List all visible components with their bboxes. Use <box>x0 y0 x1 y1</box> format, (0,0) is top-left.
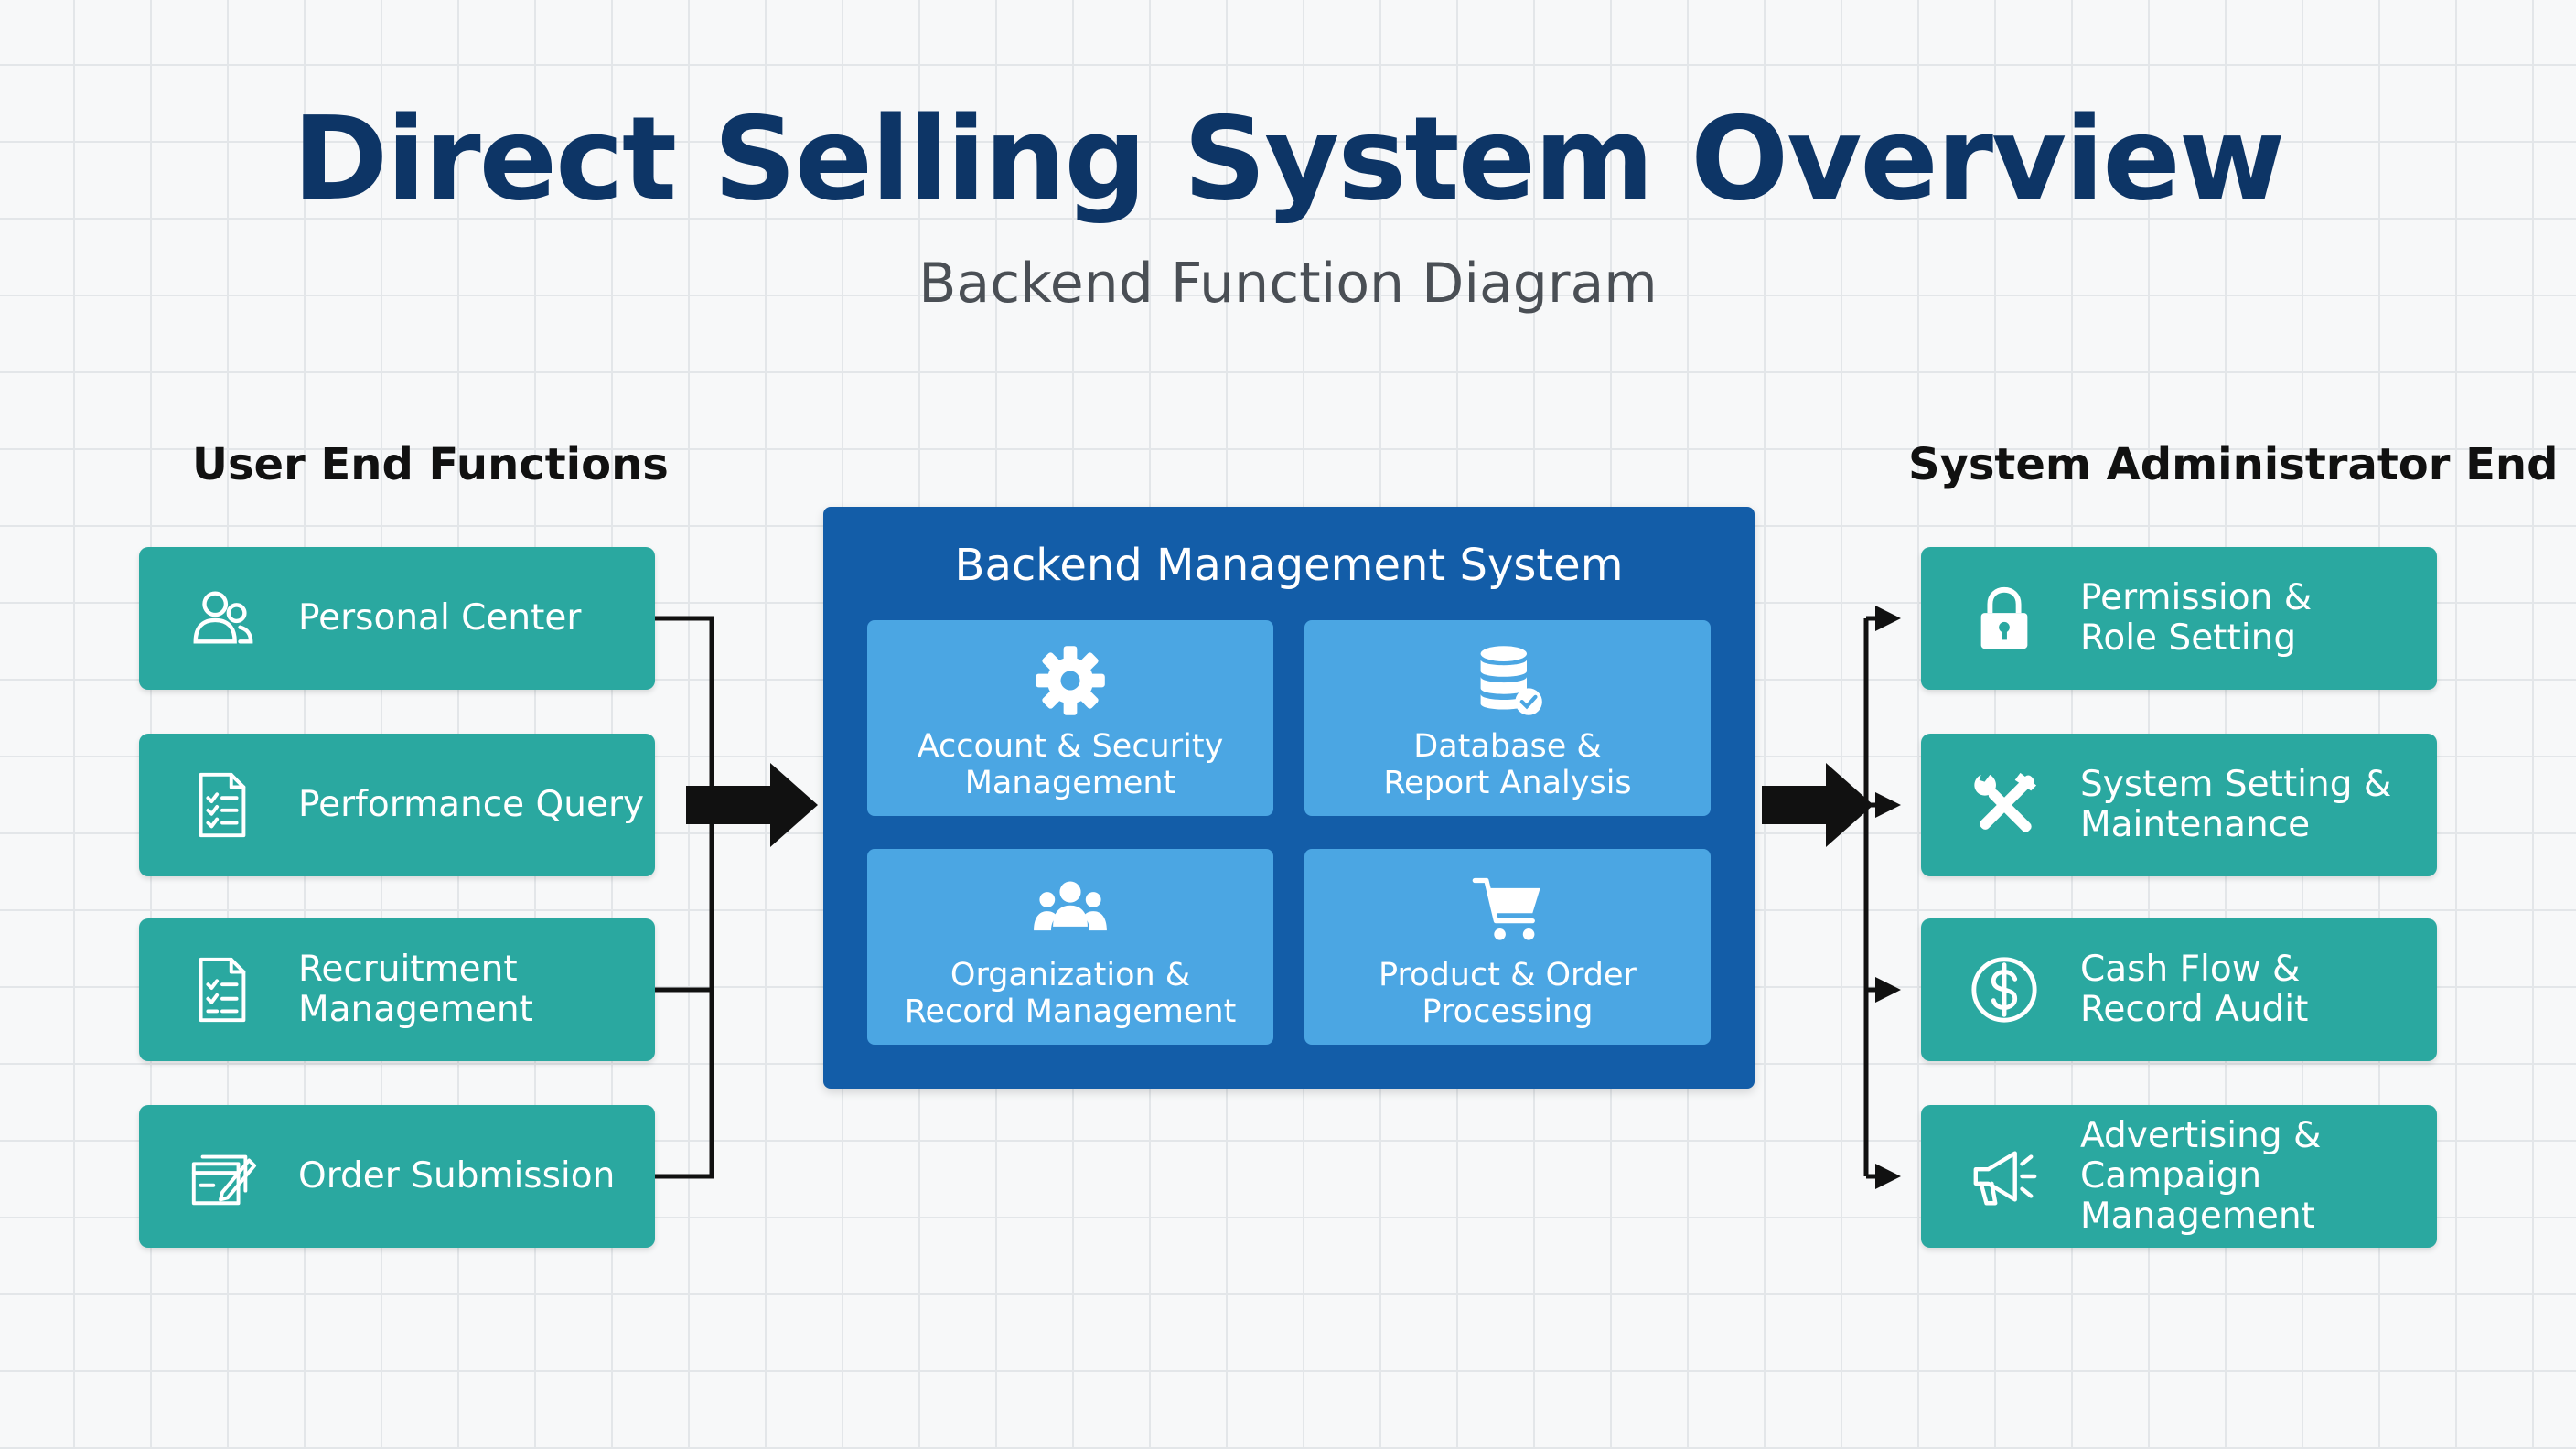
cart-icon <box>1304 871 1711 948</box>
admin-card-label: Cash Flow & Record Audit <box>2080 949 2309 1030</box>
page-subtitle: Backend Function Diagram <box>918 252 1658 316</box>
megaphone-icon <box>1969 1141 2040 1212</box>
user-card-personal-center[interactable]: Personal Center <box>139 547 655 690</box>
user-card-label: Order Submission <box>298 1155 616 1197</box>
module-label: Organization & Record Management <box>904 957 1237 1030</box>
checklist-icon <box>187 769 258 841</box>
user-card-label: Performance Query <box>298 784 645 825</box>
gear-icon <box>867 642 1273 719</box>
user-card-performance-query[interactable]: Performance Query <box>139 734 655 876</box>
user-card-recruitment-management[interactable]: Recruitment Management <box>139 918 655 1061</box>
user-card-label: Personal Center <box>298 597 582 639</box>
admin-card-label: Advertising & Campaign Management <box>2080 1115 2322 1237</box>
backend-title: Backend Management System <box>954 540 1624 591</box>
module-label: Database & Report Analysis <box>1383 728 1632 801</box>
tools-icon <box>1969 769 2040 841</box>
admin-card-cash-flow[interactable]: Cash Flow & Record Audit <box>1921 918 2437 1061</box>
order-edit-icon <box>187 1141 258 1212</box>
admin-card-system-setting[interactable]: System Setting & Maintenance <box>1921 734 2437 876</box>
module-label: Product & Order Processing <box>1379 957 1637 1030</box>
input-arrow <box>686 763 818 847</box>
module-database-report[interactable]: Database & Report Analysis <box>1304 620 1711 816</box>
dollar-icon <box>1969 954 2040 1025</box>
module-product-order[interactable]: Product & Order Processing <box>1304 849 1711 1045</box>
users-icon <box>187 583 258 654</box>
admin-card-permission-role[interactable]: Permission & Role Setting <box>1921 547 2437 690</box>
lock-icon <box>1969 583 2040 654</box>
module-account-security[interactable]: Account & Security Management <box>867 620 1273 816</box>
user-card-label: Recruitment Management <box>298 949 533 1030</box>
admin-end-heading: System Administrator End <box>1908 439 2559 490</box>
team-icon <box>867 871 1273 948</box>
module-label: Account & Security Management <box>917 728 1224 801</box>
backend-management-system: Backend Management System Account & Secu… <box>823 507 1755 1089</box>
module-organization-record[interactable]: Organization & Record Management <box>867 849 1273 1045</box>
user-card-order-submission[interactable]: Order Submission <box>139 1105 655 1248</box>
user-end-heading: User End Functions <box>192 439 669 490</box>
database-icon <box>1304 642 1711 719</box>
admin-card-label: Permission & Role Setting <box>2080 577 2313 659</box>
page-title: Direct Selling System Overview <box>292 91 2285 226</box>
admin-card-advertising[interactable]: Advertising & Campaign Management <box>1921 1105 2437 1248</box>
output-arrow <box>1762 763 1873 847</box>
admin-card-label: System Setting & Maintenance <box>2080 764 2392 845</box>
document-list-icon <box>187 954 258 1025</box>
